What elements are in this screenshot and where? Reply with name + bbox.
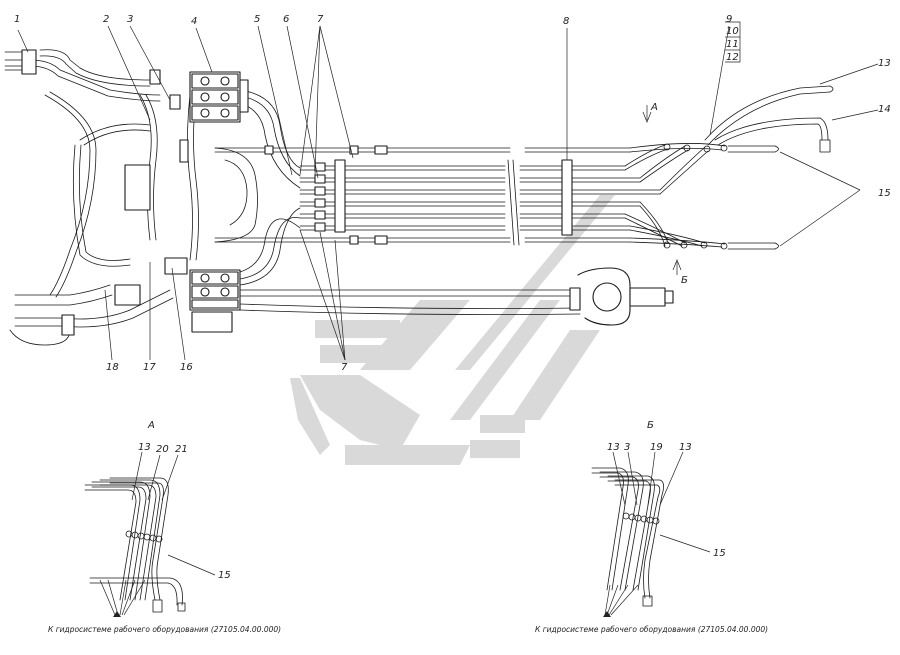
detail-b-label-3: 3 xyxy=(624,442,630,453)
view-arrow-b: Б xyxy=(681,275,688,286)
label-18: 18 xyxy=(106,362,119,373)
fittings-7 xyxy=(21,49,388,336)
detail-a-label-21: 21 xyxy=(175,444,188,455)
hose-fanout xyxy=(624,85,834,250)
label-16: 16 xyxy=(180,362,193,373)
label-4: 4 xyxy=(191,16,197,27)
detail-b-title: Б xyxy=(647,420,654,431)
leader-lines xyxy=(17,21,879,361)
main-callouts: 1 2 3 4 5 6 7 8 9 10 11 12 13 14 15 16 1… xyxy=(14,14,891,373)
label-8: 8 xyxy=(563,16,569,27)
detail-view-b: Б 13 3 19 13 xyxy=(535,420,768,634)
detail-b-caption: К гидросистеме рабочего оборудования (27… xyxy=(535,625,768,634)
detail-a-label-13: 13 xyxy=(138,442,151,453)
label-3: 3 xyxy=(127,14,133,25)
detail-a-title: А xyxy=(147,420,155,431)
label-17: 17 xyxy=(143,362,156,373)
detail-arrowheads xyxy=(113,611,611,617)
detail-a-label-15: 15 xyxy=(218,570,231,581)
valve-block-bottom xyxy=(189,269,241,333)
main-hose-bundle xyxy=(214,147,661,246)
label-2: 2 xyxy=(103,14,109,25)
label-13: 13 xyxy=(878,58,891,69)
detail-b-hoses xyxy=(591,467,664,607)
detail-b-label-19: 19 xyxy=(650,442,663,453)
detail-view-a: А 13 xyxy=(48,420,281,634)
left-hose-network xyxy=(4,49,581,346)
label-9: 9 xyxy=(726,14,732,25)
label-7-top: 7 xyxy=(317,14,324,25)
label-6: 6 xyxy=(283,14,289,25)
clamp-8 xyxy=(561,159,573,236)
valve-block-top xyxy=(189,71,249,123)
label-14: 14 xyxy=(878,104,891,115)
detail-a-leaders xyxy=(99,451,216,616)
detail-b-label-13-left: 13 xyxy=(607,442,620,453)
detail-a-caption: К гидросистеме рабочего оборудования (27… xyxy=(48,625,281,634)
label-11: 11 xyxy=(726,39,739,50)
label-5: 5 xyxy=(254,14,260,25)
detail-b-leaders xyxy=(604,451,711,616)
detail-b-label-15: 15 xyxy=(713,548,726,559)
label-1: 1 xyxy=(14,14,20,25)
label-15: 15 xyxy=(878,188,891,199)
label-7-bottom: 7 xyxy=(341,362,348,373)
rotary-hub xyxy=(569,267,674,326)
label-12: 12 xyxy=(726,52,739,63)
watermark-logo xyxy=(290,195,615,465)
detail-b-label-13-right: 13 xyxy=(679,442,692,453)
view-arrow-a: А xyxy=(650,102,658,113)
detail-a-hoses xyxy=(84,477,186,613)
label-10: 10 xyxy=(726,26,739,37)
detail-a-label-20: 20 xyxy=(156,444,169,455)
